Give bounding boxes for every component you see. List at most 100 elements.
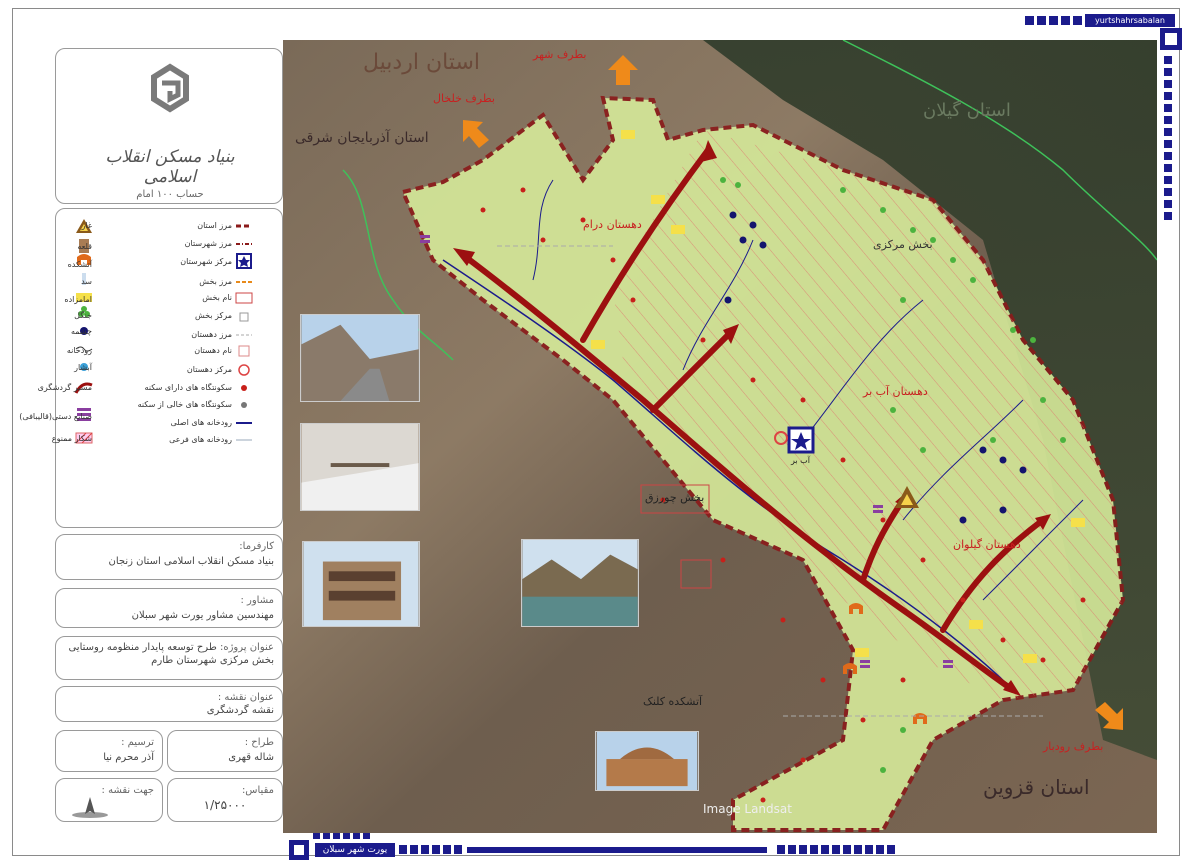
client-panel: کارفرما:بنیاد مسکن انقلاب اسلامی استان ز… [55,534,283,580]
map-title-label: عنوان نقشه : [217,692,274,703]
rural-name-box [680,559,712,589]
footer-label: یورت شهر سبلان [315,843,395,857]
legend-handicrafts: صنایع دستی(قالیبافی) [19,412,92,421]
legend-river: رودخانه [66,346,92,355]
drafter-panel: ترسیم : آذر محرم نیا [55,730,163,772]
label-east-azarbaijan: استان آذربایجان شرقی [295,130,429,146]
consultant-label: مشاور : [240,595,274,606]
legend-rural-border: مرز دهستان [191,330,232,339]
tourism-map: استان اردبیل استان گیلان استان آذربایجان… [283,40,1157,833]
district-name-box [640,484,710,514]
designer-value: شاله قهری [228,752,274,763]
client-value: بنیاد مسکن انقلاب اسلامی استان زنجان [108,556,274,567]
tour-route-north [580,147,711,343]
photo-bridge [300,423,420,511]
tour-route-center [650,329,734,413]
legend-rural-center: مرکز دهستان [186,365,232,374]
legend-district-center: مرکز بخش [194,311,232,320]
forests [720,177,1066,773]
arrowhead-west [453,248,475,266]
legend-no-hunting: شکار ممنوع [51,434,92,443]
arrowhead-southeast [1003,680,1021,696]
label-kalnak: آتشکده کلنک [643,695,703,708]
org-name-line1: بنیاد مسکن انقلاب [105,147,235,167]
logo-panel: بنیاد مسکن انقلاب اسلامی حساب ۱۰۰ امام [55,48,283,204]
forest-area [703,40,1157,760]
drafter-value: آذر محرم نیا [103,752,154,763]
shrine-icon [855,648,869,657]
map-title-value: نقشه گردشگری [206,705,274,716]
label-deram: دهستان درام [583,218,642,231]
province-boundary-green [842,40,1157,261]
legend-shrine: امامزاده [64,295,92,304]
photo-old-house [302,541,420,627]
orange-arrow-northwest [463,120,489,148]
label-qazvin: استان قزوین [983,775,1090,799]
cave-icon-inner [901,494,913,505]
county-boundary-green [342,169,454,361]
consultant-panel: مشاور : مهندسین مشاور یورت شهر سبلان [55,588,283,628]
springs [724,211,1027,524]
right-decor [1156,26,1186,326]
legend-district-name: نام بخش [202,293,232,302]
tour-route-south [860,497,906,583]
label-chavarzagh: بخش چورزق [645,491,705,504]
legend-main-river: رودخانه های اصلی [170,418,232,427]
project-value-1: طرح توسعه پایدار منظومه روستایی [68,642,217,653]
tributary-2 [682,239,754,371]
map-title-panel: عنوان نقشه : نقشه گردشگری [55,686,283,722]
sidebar: بنیاد مسکن انقلاب اسلامی حساب ۱۰۰ امام [19,48,283,832]
fire-temple-icon [849,603,863,614]
tributary-5 [982,499,1084,601]
legend-fire-temple: آتشکده [67,260,92,269]
arrowhead-east [1035,514,1051,530]
legend-county-border: مرز شهرستان [184,239,232,248]
top-brand-bar: yurtshahrsabalan [1025,14,1185,28]
label-toward-khalkhal: بطرف خلخال [433,92,495,105]
label-toward-rudbar: بطرف رودبار [1043,740,1104,753]
north-label: جهت نقشه : [101,785,154,796]
rural-center-icon [774,431,788,445]
orange-arrow-southeast [1095,702,1123,730]
photo-fire-temple [595,731,699,791]
label-abbar-city: آب بر [791,456,810,465]
project-panel: عنوان پروژه: طرح توسعه پایدار منظومه روس… [55,636,283,680]
logo-sub: حساب ۱۰۰ امام [136,189,204,200]
shrine-icon [1071,518,1085,527]
org-logo [151,63,189,113]
north-arrow-icon [72,797,108,818]
drafter-label: ترسیم : [121,737,154,748]
shrine-icon [1023,654,1037,663]
shrine-icon [651,195,665,204]
legend-symbols [74,219,253,444]
label-imagery: Image Landsat [703,802,792,816]
map-canvas [283,40,1157,833]
legend-county-center: مرکز شهرستان [180,257,232,266]
legend-tour-route: مسیر گردشگری [37,383,92,392]
shrine-icon [591,340,605,349]
bottom-brand-bar: یورت شهر سبلان [287,830,907,860]
scale-panel: مقیاس:۱/۲۵۰۰۰ [167,778,283,822]
tributary-3 [802,299,924,441]
legend-cave: غار [81,221,92,230]
tributary-1 [532,179,554,281]
tour-route-main [460,252,1016,693]
legend-forest: جنگل [74,311,92,320]
designer-panel: طراح :شاله قهری [167,730,283,772]
consultant-value: مهندسین مشاور یورت شهر سبلان [131,610,274,621]
legend-dam: سد [81,277,92,286]
legend-castle: قلعه [77,242,92,251]
shrine-icon [621,130,635,139]
shrines [591,130,1085,663]
legend-district-border: مرز بخش [199,277,232,286]
tributary-4 [902,399,1024,521]
tour-routes [460,147,1046,693]
scale-label: مقیاس: [241,785,274,796]
fire-temple-icon [843,663,857,674]
county-center-star [791,432,811,450]
label-toward-city: بطرف شهر [533,48,587,61]
settlements [480,187,1086,803]
legend-minor-river: رودخانه های فرعی [169,435,232,444]
label-gilan: استان گیلان [923,100,1011,121]
legend-province-border: مرز استان [197,221,232,230]
